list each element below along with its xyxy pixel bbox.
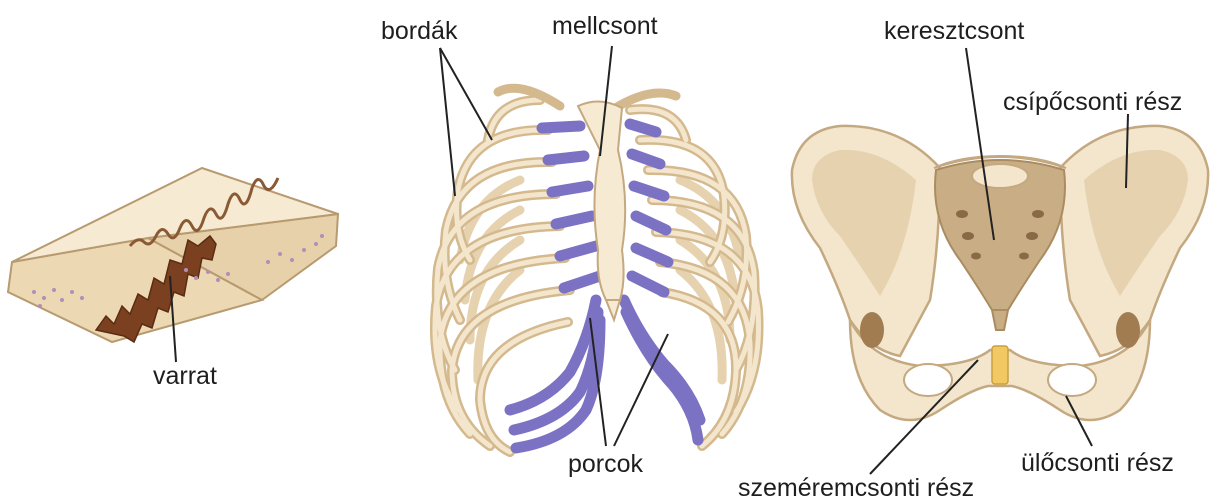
- cartilage-label: porcok: [568, 450, 643, 478]
- sternum-label: mellcsont: [552, 12, 658, 40]
- left-acetabulum: [860, 312, 884, 348]
- suture-block-illustration: [8, 168, 338, 362]
- suture-label: varrat: [153, 362, 217, 390]
- sternum: [578, 101, 625, 300]
- ischium-label: ülőcsonti rész: [1021, 449, 1174, 477]
- rib-cage-illustration: [435, 46, 759, 452]
- sacrum-label: keresztcsont: [884, 17, 1024, 45]
- ilium-label: csípőcsonti rész: [1003, 88, 1182, 116]
- left-obturator-foramen: [904, 364, 952, 396]
- right-acetabulum: [1116, 312, 1140, 348]
- pubis-label: szeméremcsonti rész: [738, 474, 974, 502]
- sacral-promontory: [972, 164, 1028, 188]
- left-ribs-highlight: [435, 100, 570, 452]
- ribs-label: bordák: [381, 17, 457, 45]
- coccyx: [992, 310, 1008, 330]
- pubic-symphysis: [992, 346, 1008, 384]
- right-obturator-foramen: [1048, 364, 1096, 396]
- xiphoid-process: [606, 300, 620, 320]
